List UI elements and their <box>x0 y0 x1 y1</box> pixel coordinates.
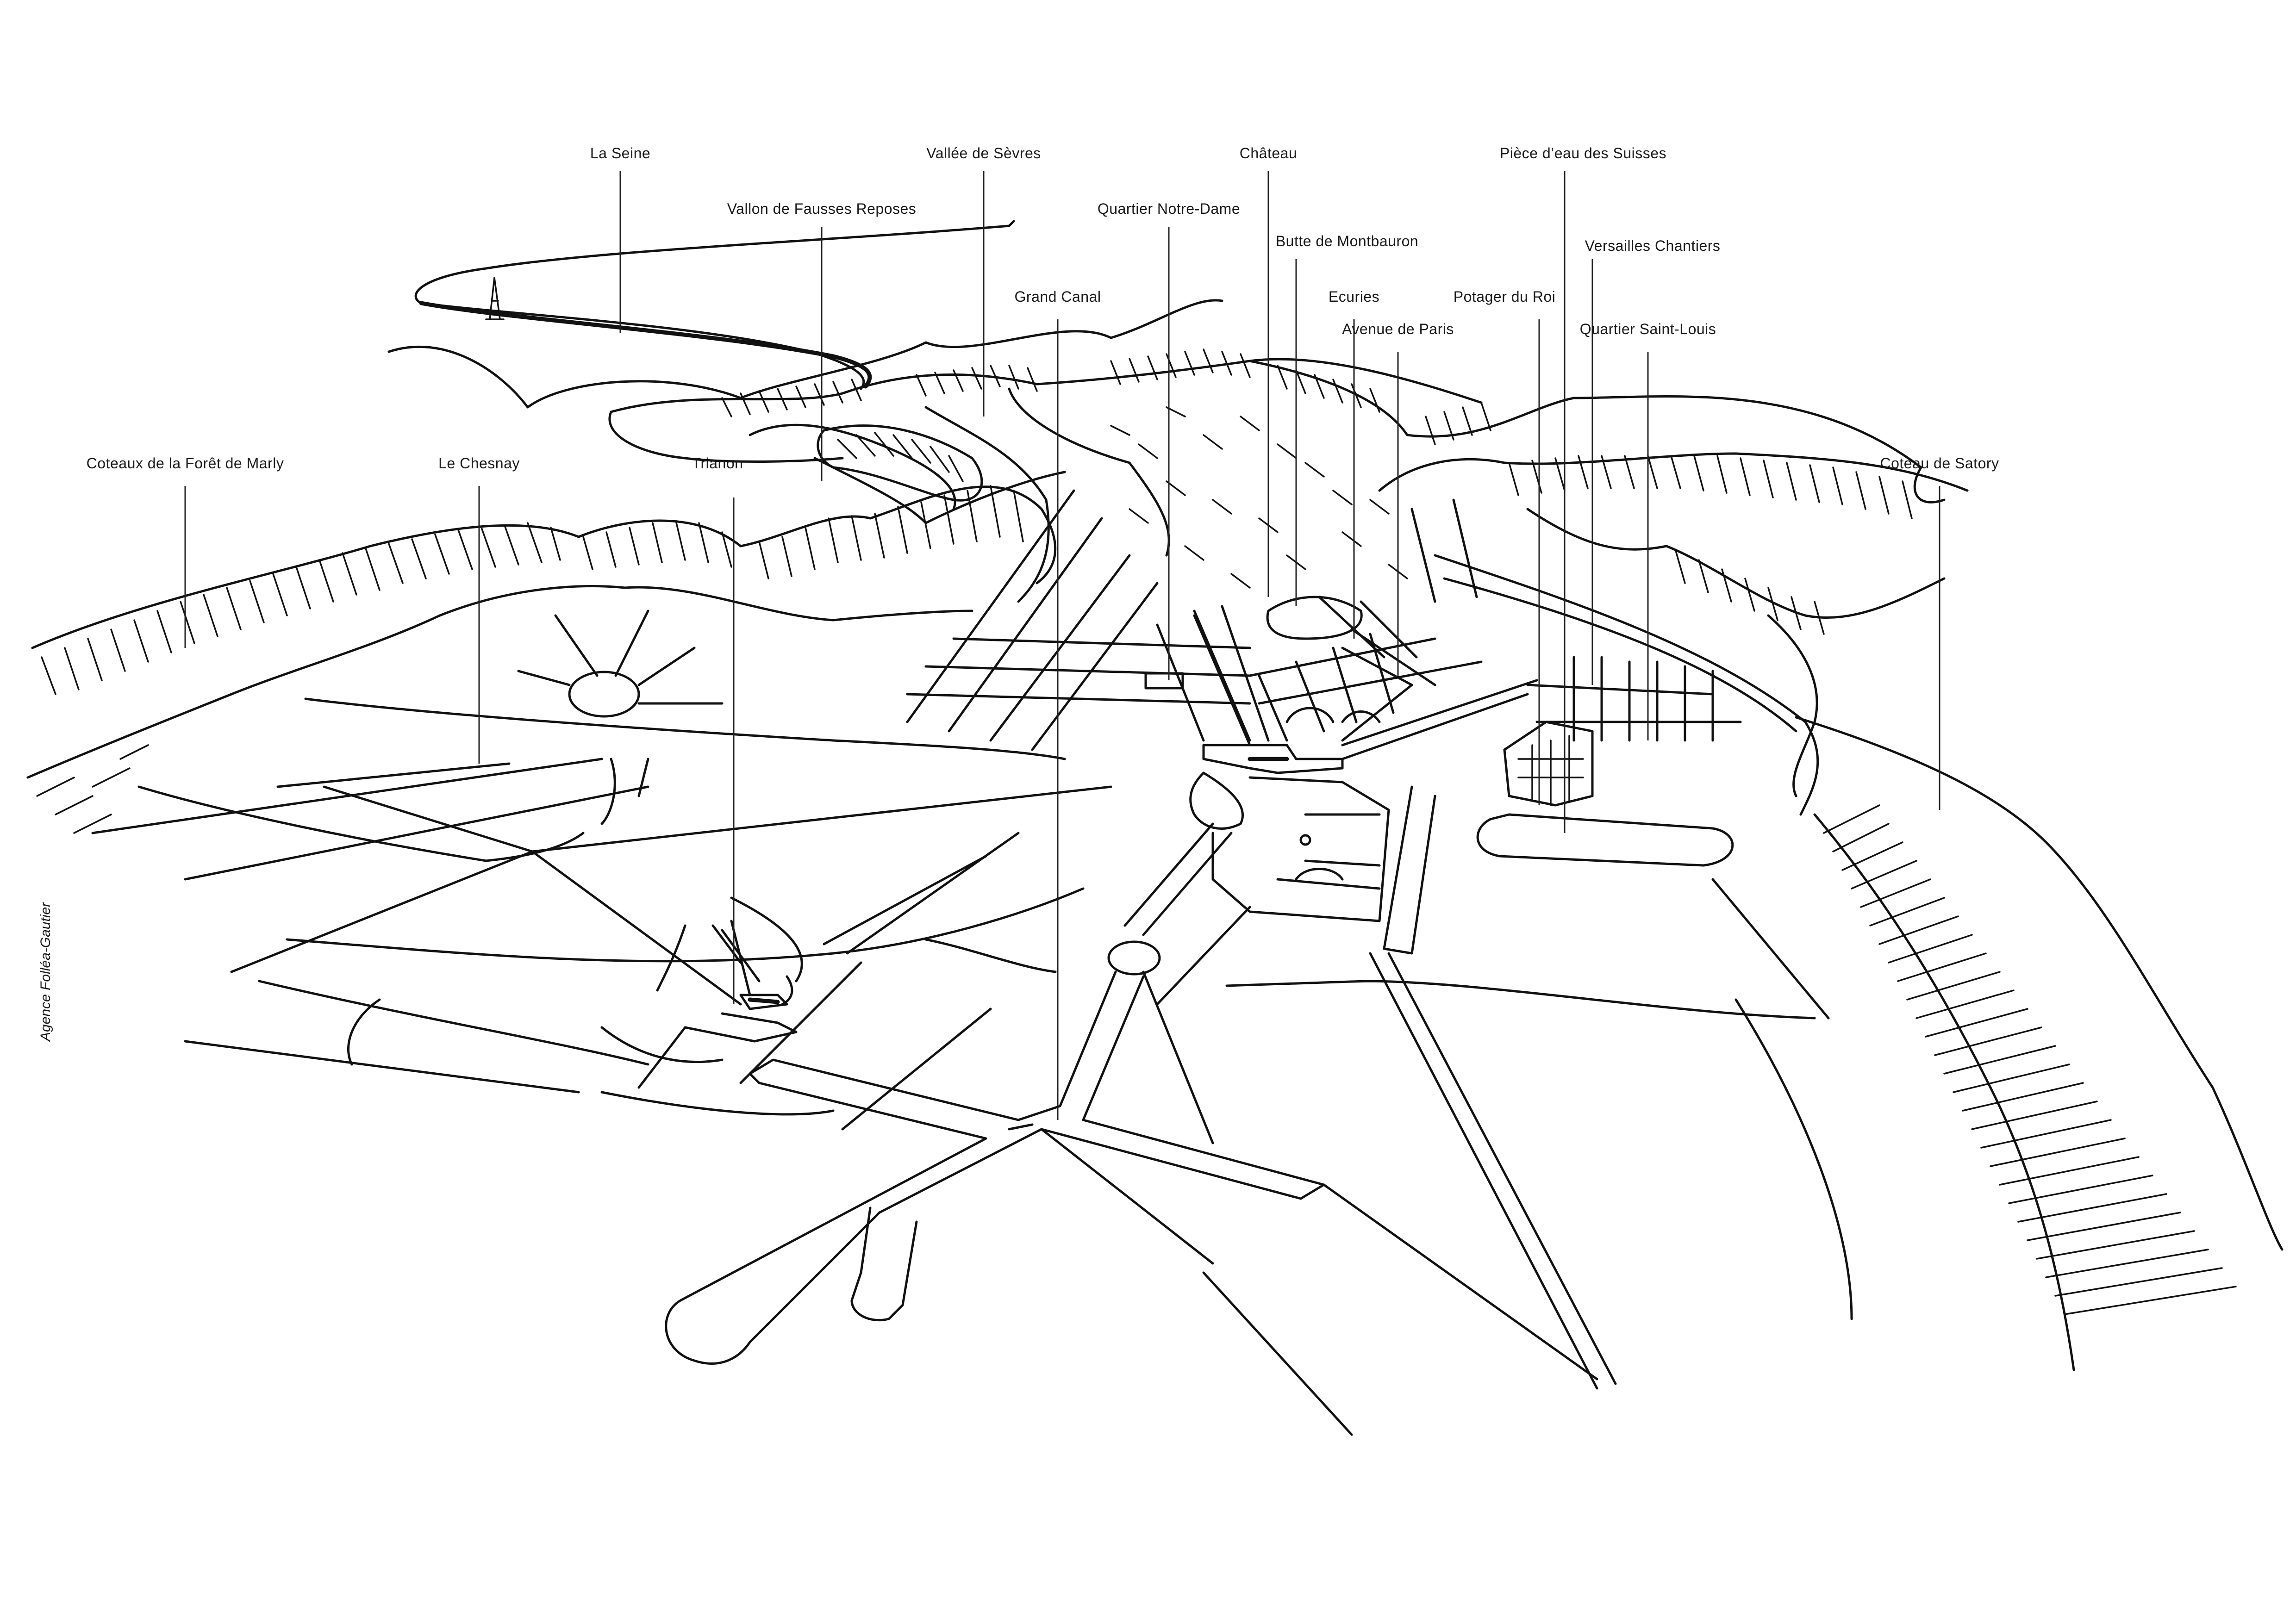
label-vallee-sevres: Vallée de Sèvres <box>926 145 1041 162</box>
place-labels: La Seine Vallée de Sèvres Château Pièce … <box>87 145 1999 472</box>
le-chesnay-district <box>91 609 1066 881</box>
label-coteaux-foret-marly: Coteaux de la Forêt de Marly <box>87 455 284 472</box>
label-avenue-de-paris: Avenue de Paris <box>1342 321 1454 337</box>
radiating-avenues <box>184 785 1853 1436</box>
label-versailles-chantiers: Versailles Chantiers <box>1585 237 1721 254</box>
label-grand-canal: Grand Canal <box>1015 288 1101 305</box>
coteau-satory-hills <box>1767 614 2284 1371</box>
seine-river <box>414 220 1015 390</box>
label-ecuries: Ecuries <box>1329 288 1379 305</box>
label-trianon: Trianon <box>692 455 743 472</box>
east-ridge <box>1378 452 1969 635</box>
label-le-chesnay: Le Chesnay <box>438 455 520 472</box>
grand-canal <box>665 822 1325 1365</box>
coteaux-foret-marly-hills <box>26 485 1057 834</box>
trianon-complex <box>637 920 798 1089</box>
piece-eau-suisses-basin <box>1476 813 1734 867</box>
label-butte-montbauron: Butte de Montbauron <box>1276 233 1418 249</box>
label-potager-du-roi: Potager du Roi <box>1454 288 1555 305</box>
chateau-complex <box>1189 605 1538 955</box>
vallon-fausses-reposes <box>817 424 983 502</box>
label-quartier-saint-louis: Quartier Saint-Louis <box>1580 321 1716 337</box>
saint-louis-grid <box>1503 656 1742 807</box>
label-piece-eau-suisses: Pièce d’eau des Suisses <box>1500 145 1666 162</box>
eiffel-tower-icon <box>485 277 505 320</box>
label-vallon-fausses-reposes: Vallon de Fausses Reposes <box>727 200 917 217</box>
label-coteau-satory: Coteau de Satory <box>1880 455 1999 472</box>
leader-lines <box>184 171 1940 1120</box>
notre-dame-block <box>1144 672 1184 690</box>
label-quartier-notre-dame: Quartier Notre-Dame <box>1098 200 1240 217</box>
label-chateau: Château <box>1240 145 1297 162</box>
town-grid <box>906 406 1819 867</box>
label-la-seine: La Seine <box>590 145 650 162</box>
agency-credit: Agence Folléa-Gautier <box>38 902 53 1042</box>
distant-ridges <box>387 299 1946 603</box>
